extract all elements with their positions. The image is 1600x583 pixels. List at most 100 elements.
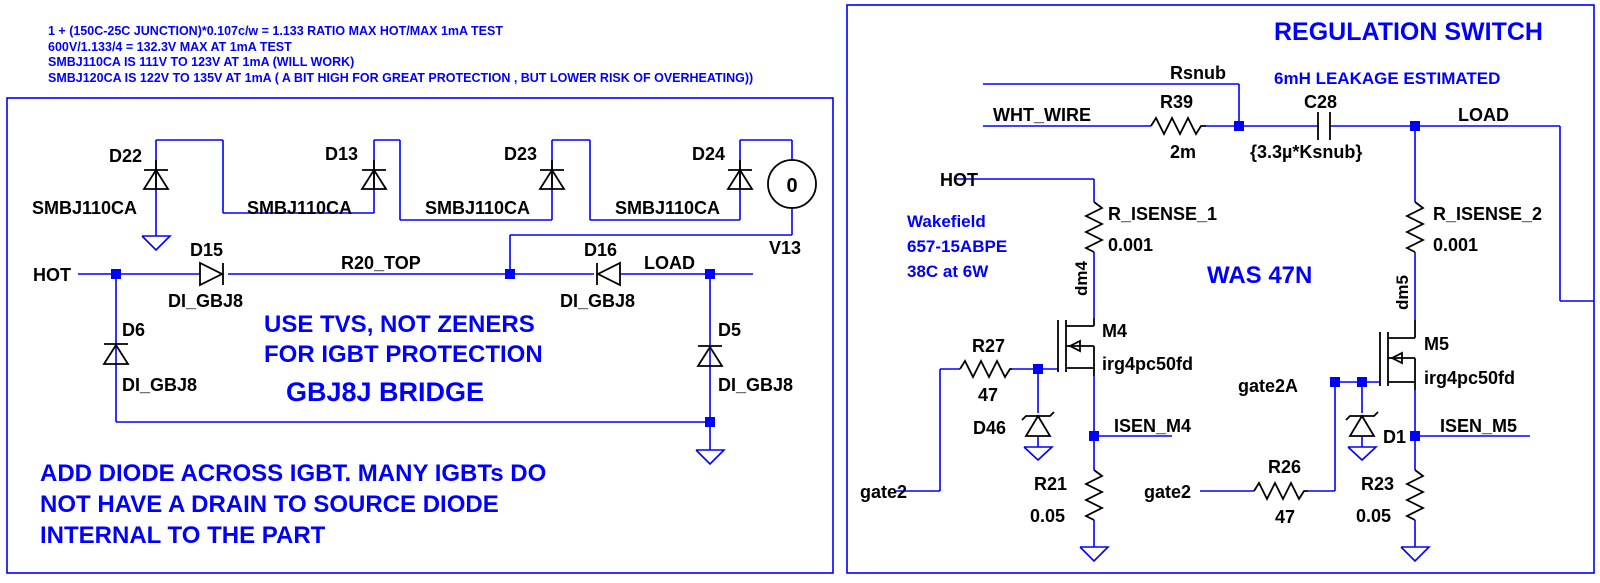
ground-d46 xyxy=(1023,446,1055,462)
d46-ref: D46 xyxy=(973,418,1006,438)
v13-value: 0 xyxy=(786,175,797,197)
d23-value: SMBJ110CA xyxy=(425,198,530,218)
resistor-r-isense-1: R_ISENSE_1 0.001 xyxy=(1083,201,1217,255)
d5-value: DI_GBJ8 xyxy=(718,375,793,395)
d24-ref: D24 xyxy=(692,144,725,164)
d23-ref: D23 xyxy=(504,144,537,164)
net-gate2a: gate2A xyxy=(1238,376,1298,396)
note-line-4: SMBJ120CA IS 122V TO 135V AT 1mA ( A BIT… xyxy=(48,71,753,85)
note-line-3: SMBJ110CA IS 111V TO 123V AT 1mA (WILL W… xyxy=(48,55,354,69)
zener-d46: D46 xyxy=(973,411,1055,438)
note-diode-line3: INTERNAL TO THE PART xyxy=(40,522,326,549)
net-hot-right: HOT xyxy=(940,170,978,190)
diode-d6: D6 DI_GBJ8 xyxy=(102,320,197,395)
r27-ref: R27 xyxy=(972,336,1005,356)
diode-d15: D15 DI_GBJ8 xyxy=(168,240,243,311)
voltage-source-v13: 0 V13 xyxy=(767,159,817,258)
zener-d1: D1 xyxy=(1345,411,1406,447)
heatsink-line2: 657-15ABPE xyxy=(907,237,1007,256)
resistor-r21: R21 0.05 xyxy=(1030,469,1105,526)
d22-ref: D22 xyxy=(109,146,142,166)
net-isen-m4: ISEN_M4 xyxy=(1114,416,1191,436)
igbt-m5: M5 irg4pc50fd xyxy=(1379,320,1515,390)
r21-value: 0.05 xyxy=(1030,506,1065,526)
r21-ref: R21 xyxy=(1034,474,1067,494)
resistor-r26: R26 47 xyxy=(1253,457,1308,527)
r-isense-2-ref: R_ISENSE_2 xyxy=(1433,204,1542,224)
r-isense-1-ref: R_ISENSE_1 xyxy=(1108,204,1217,224)
leakage-note: 6mH LEAKAGE ESTIMATED xyxy=(1274,69,1500,88)
capacitor-c28: C28 {3.3µ*Ksnub} xyxy=(1250,92,1362,162)
m4-value: irg4pc50fd xyxy=(1102,354,1193,374)
note-line-1: 1 + (150C-25C JUNCTION)*0.107c/w = 1.133… xyxy=(48,24,503,38)
m5-ref: M5 xyxy=(1424,334,1449,354)
r23-ref: R23 xyxy=(1361,474,1394,494)
net-load-left: LOAD xyxy=(644,253,695,273)
ground-d1 xyxy=(1347,446,1379,462)
note-line-2: 600V/1.133/4 = 132.3V MAX AT 1mA TEST xyxy=(48,40,292,54)
diode-d16: D16 DI_GBJ8 xyxy=(560,240,635,311)
d13-ref: D13 xyxy=(325,144,358,164)
right-wires xyxy=(896,83,1594,547)
d5-ref: D5 xyxy=(718,320,741,340)
right-panel-frame xyxy=(846,4,1595,574)
igbt-m4: M4 irg4pc50fd xyxy=(1057,318,1193,376)
diode-d5: D5 DI_GBJ8 xyxy=(696,320,793,395)
d1-ref: D1 xyxy=(1383,427,1406,447)
tvs-d23: D23 SMBJ110CA xyxy=(425,144,566,218)
d15-ref: D15 xyxy=(190,240,223,260)
d16-value: DI_GBJ8 xyxy=(560,291,635,311)
was-note: WAS 47N xyxy=(1207,262,1312,289)
v13-ref: V13 xyxy=(769,238,801,258)
note-diode-line1: ADD DIODE ACROSS IGBT. MANY IGBTs DO xyxy=(40,460,546,487)
top-notes: 1 + (150C-25C JUNCTION)*0.107c/w = 1.133… xyxy=(48,24,753,85)
resistor-r39: R39 2m xyxy=(1150,92,1206,162)
net-gate2-left: gate2 xyxy=(860,482,907,502)
tvs-d24: D24 SMBJ110CA xyxy=(615,144,754,218)
resistor-r27: R27 47 xyxy=(959,336,1012,405)
r26-ref: R26 xyxy=(1268,457,1301,477)
tvs-d13: D13 SMBJ110CA xyxy=(247,144,388,218)
d13-value: SMBJ110CA xyxy=(247,198,352,218)
d24-value: SMBJ110CA xyxy=(615,198,720,218)
d22-value: SMBJ110CA xyxy=(32,198,137,218)
net-isen-m5: ISEN_M5 xyxy=(1440,416,1517,436)
r26-value: 47 xyxy=(1275,507,1295,527)
net-load-right: LOAD xyxy=(1458,105,1509,125)
net-r20-top: R20_TOP xyxy=(341,253,421,273)
d16-ref: D16 xyxy=(584,240,617,260)
net-dm4: dm4 xyxy=(1072,261,1091,297)
c28-ref: C28 xyxy=(1304,92,1337,112)
right-junctions xyxy=(1033,121,1420,441)
ground-r23 xyxy=(1400,546,1431,563)
note-tvs-line1: USE TVS, NOT ZENERS xyxy=(264,311,535,338)
net-gate2-right: gate2 xyxy=(1144,482,1191,502)
heatsink-line3: 38C at 6W xyxy=(907,262,989,281)
r-isense-2-value: 0.001 xyxy=(1433,235,1478,255)
note-bridge: GBJ8J BRIDGE xyxy=(286,377,484,407)
right-title: REGULATION SWITCH xyxy=(1274,18,1543,46)
m5-value: irg4pc50fd xyxy=(1424,368,1515,388)
net-hot-left: HOT xyxy=(33,265,71,285)
heatsink-line1: Wakefield xyxy=(907,212,986,231)
m4-ref: M4 xyxy=(1102,321,1127,341)
resistor-r-isense-2: R_ISENSE_2 0.001 xyxy=(1404,201,1542,255)
r27-value: 47 xyxy=(978,385,998,405)
r-isense-1-value: 0.001 xyxy=(1108,235,1153,255)
left-panel-frame xyxy=(6,97,834,574)
ground-d22 xyxy=(141,235,172,252)
resistor-r23: R23 0.05 xyxy=(1356,469,1426,526)
left-junctions xyxy=(111,269,715,427)
tvs-d22: D22 SMBJ110CA xyxy=(32,146,170,218)
r39-ref: R39 xyxy=(1160,92,1193,112)
c28-value: {3.3µ*Ksnub} xyxy=(1250,142,1362,162)
r39-value: 2m xyxy=(1170,142,1196,162)
ground-r21 xyxy=(1079,546,1110,563)
note-tvs-line2: FOR IGBT PROTECTION xyxy=(264,341,543,368)
note-diode-line2: NOT HAVE A DRAIN TO SOURCE DIODE xyxy=(40,491,499,518)
d6-value: DI_GBJ8 xyxy=(122,375,197,395)
r23-value: 0.05 xyxy=(1356,506,1391,526)
net-wht-wire: WHT_WIRE xyxy=(993,105,1091,125)
net-rsnub: Rsnub xyxy=(1170,63,1226,83)
